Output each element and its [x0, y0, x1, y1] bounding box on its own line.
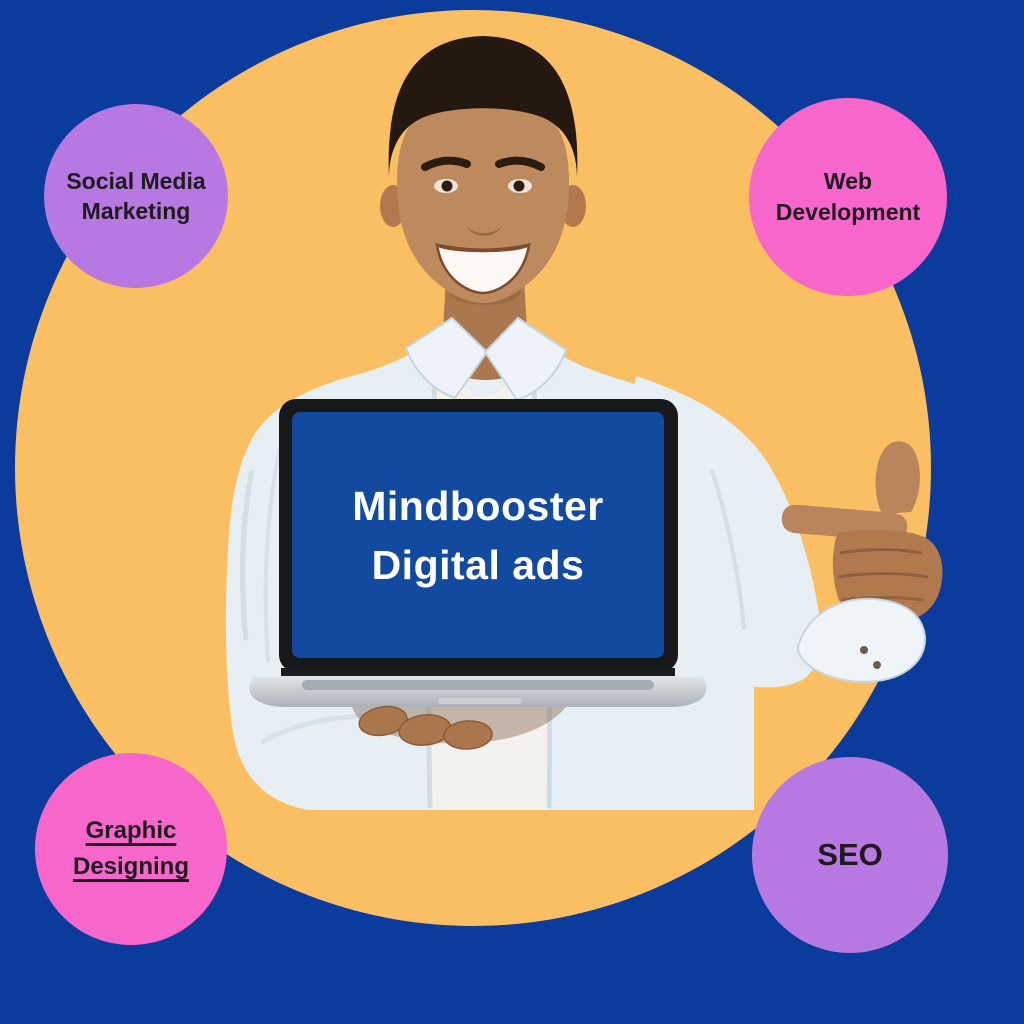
bubble-label-line: SEO [817, 837, 883, 872]
bubble-web-development: Web Development [749, 98, 947, 296]
eyes [434, 179, 532, 193]
bubble-label-line: Web [823, 168, 873, 194]
nose [467, 227, 501, 236]
left-eyebrow [421, 156, 471, 171]
right-eyebrow [495, 156, 545, 171]
laptop-screen-text: Mindbooster Digital ads [292, 412, 664, 658]
laptop-screen [292, 412, 664, 658]
laptop-screen-line1: Mindbooster [352, 482, 604, 529]
bubble-graphic-designing: Graphic Designing [35, 753, 227, 945]
bubble-label-line: Graphic [85, 817, 177, 844]
laptop [249, 399, 707, 707]
bubble-social-media-marketing: Social Media Marketing [44, 104, 228, 288]
pointing-arm [634, 376, 943, 688]
holding-fingers [352, 705, 566, 750]
bubble-label-line: Social Media [66, 168, 206, 194]
laptop-screen-line2: Digital ads [371, 541, 585, 588]
bubble-seo: SEO [752, 757, 948, 953]
face [380, 36, 586, 303]
bubble-label-line: Designing [72, 853, 189, 880]
hair [388, 36, 578, 178]
bubble-label-line: Development [775, 199, 921, 225]
sleeve-cuff [796, 597, 927, 683]
smile [435, 242, 531, 295]
bubble-label-line: Marketing [81, 198, 191, 224]
